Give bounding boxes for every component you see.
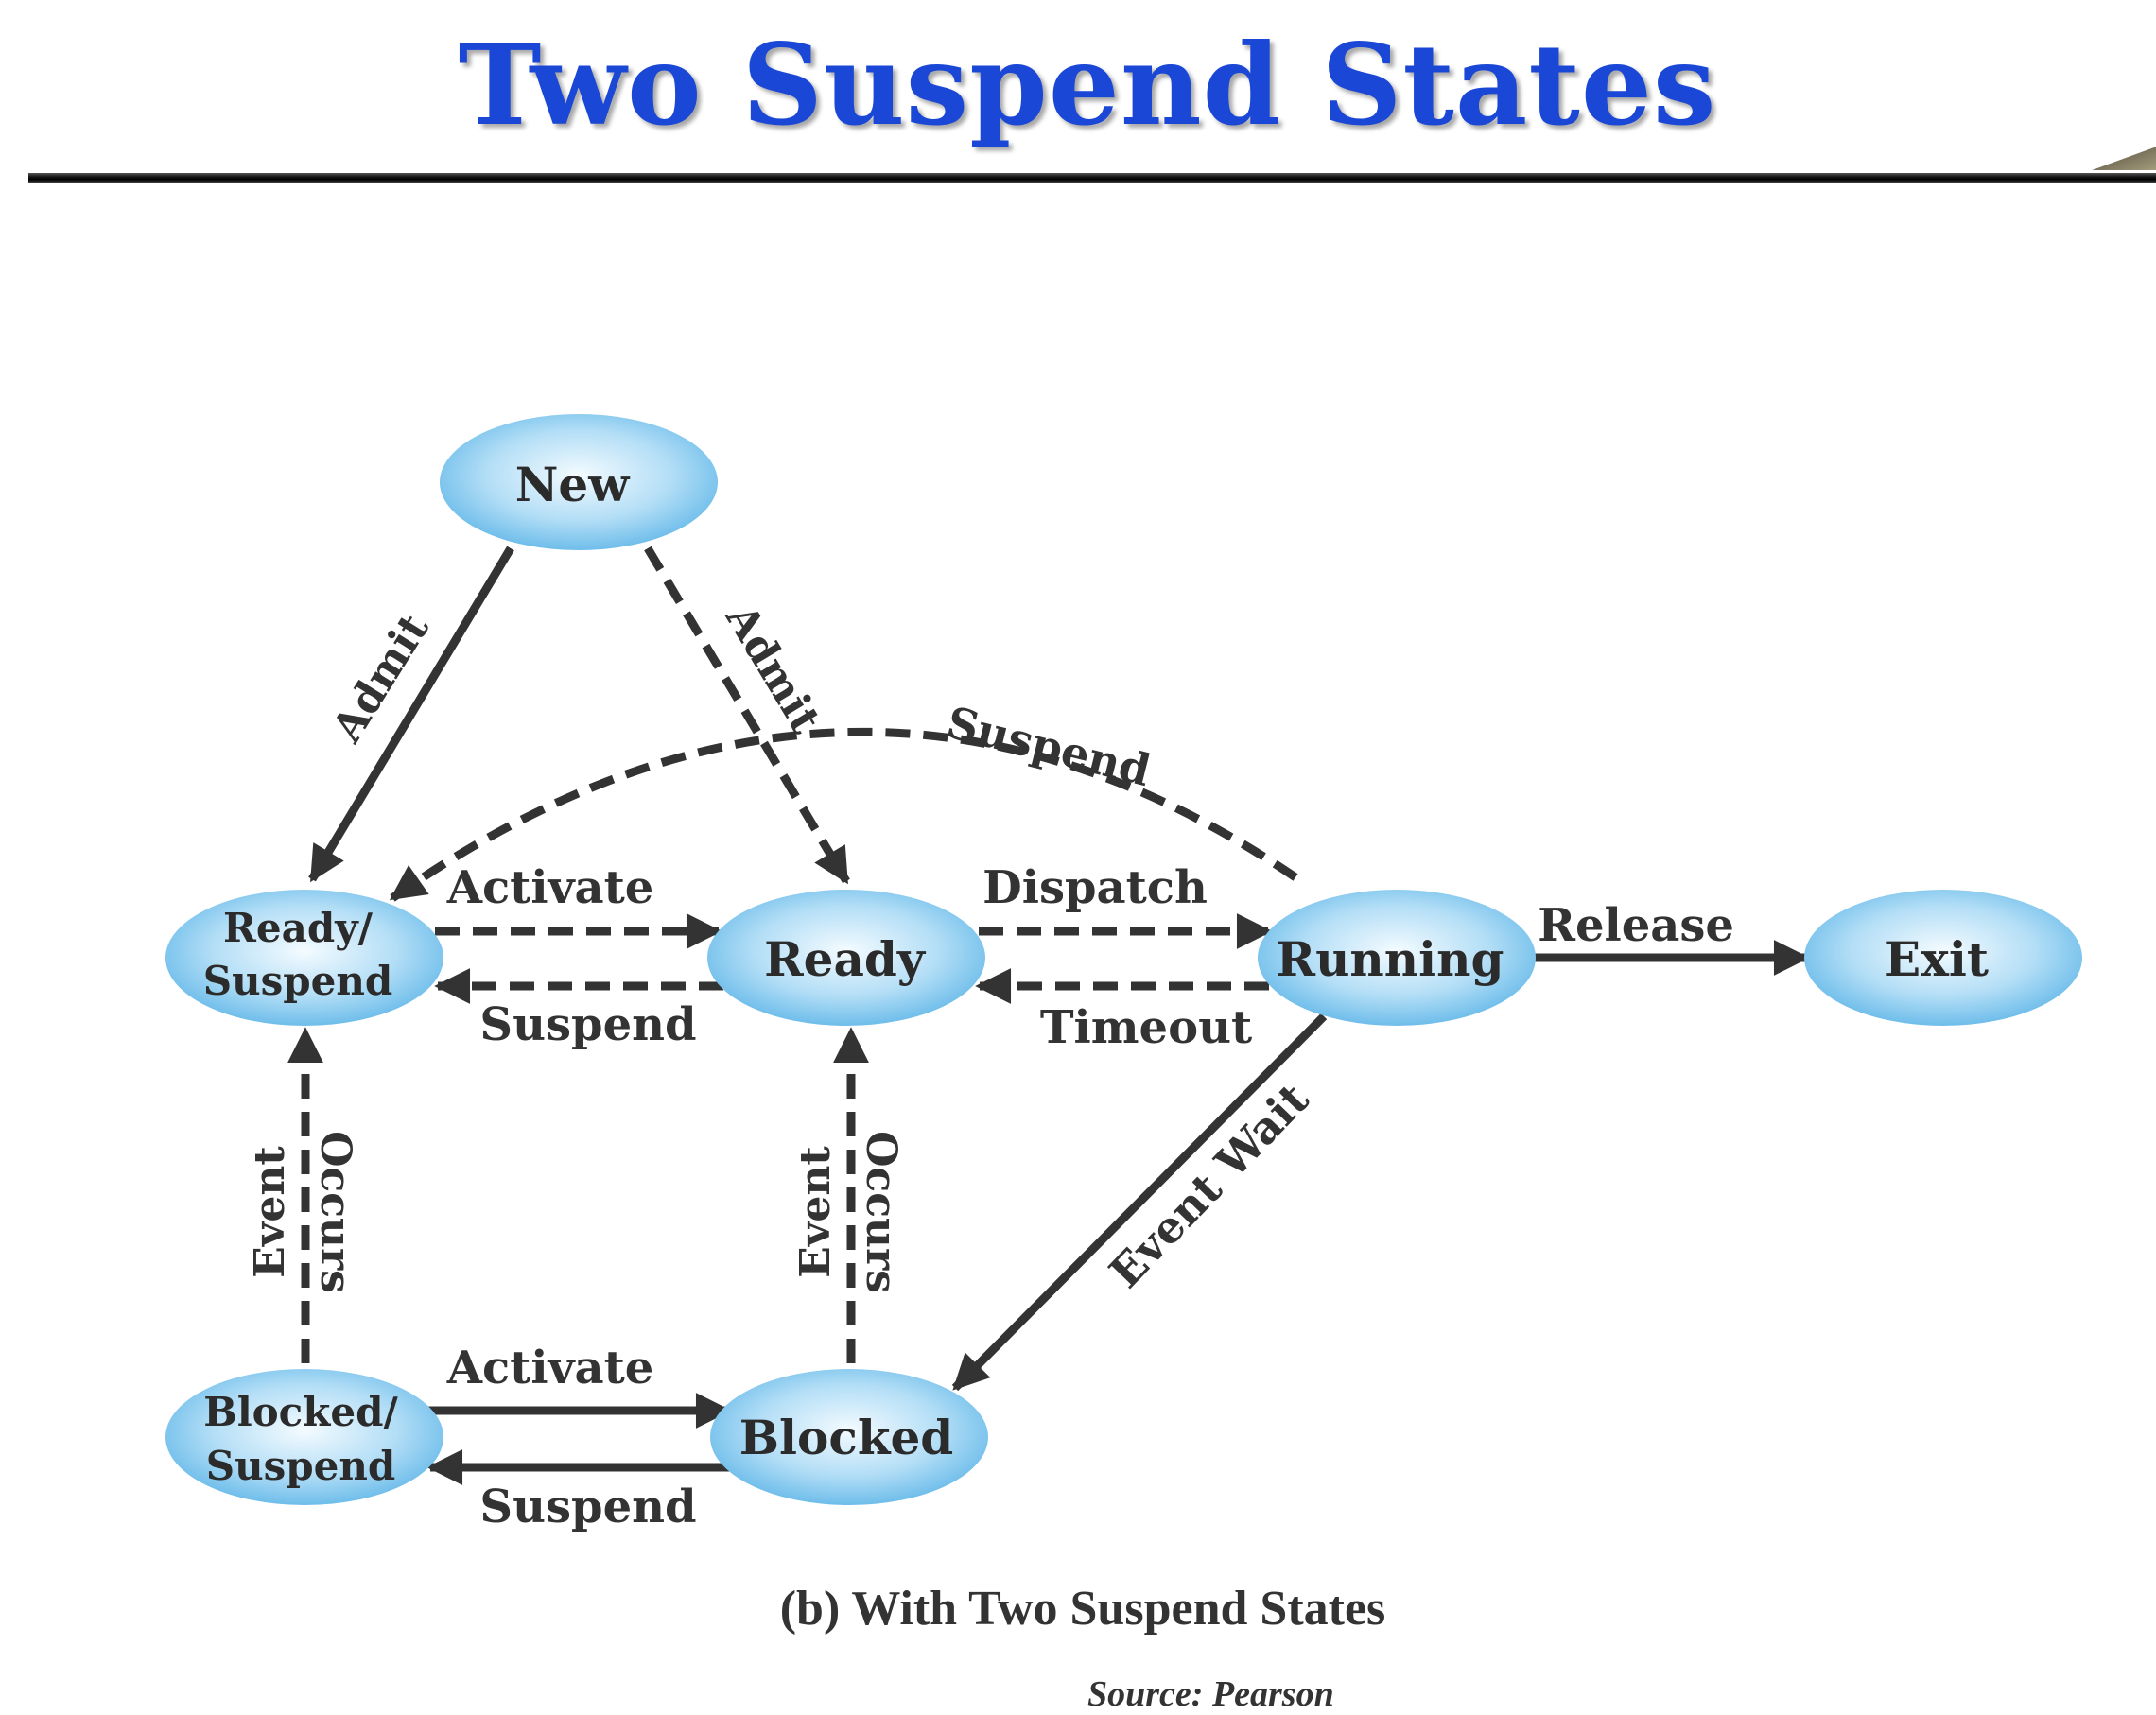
label-occurs-left: Occurs	[311, 1131, 359, 1293]
label-occurs-right: Occurs	[857, 1131, 905, 1293]
source-credit: Source: Pearson	[1087, 1674, 1334, 1714]
node-blocked-suspend-line2: Suspend	[206, 1443, 396, 1489]
node-blocked-suspend: Blocked/ Suspend	[165, 1369, 443, 1505]
label-activate-top: Activate	[446, 861, 654, 914]
node-ready-suspend-line2: Suspend	[203, 958, 393, 1004]
node-blocked: Blocked	[710, 1369, 988, 1505]
node-blocked-suspend-line1: Blocked/	[203, 1389, 398, 1435]
label-admit-left: Admit	[322, 605, 439, 751]
edge-admit-to-ready	[644, 546, 850, 885]
edge-admit-to-ready-suspend	[308, 546, 514, 883]
label-suspend-middle: Suspend	[479, 998, 696, 1051]
corner-decoration	[2090, 142, 2156, 170]
label-release: Release	[1538, 899, 1734, 952]
label-event-wait: Event Wait	[1100, 1073, 1319, 1298]
title-divider	[28, 173, 2156, 183]
node-new-label: New	[515, 457, 632, 512]
node-ready: Ready	[707, 890, 985, 1026]
page-title: Two Suspend States	[458, 19, 1717, 150]
node-ready-label: Ready	[764, 931, 927, 987]
node-new: New	[440, 414, 718, 550]
node-running-label: Running	[1277, 931, 1504, 987]
node-exit-label: Exit	[1885, 931, 1989, 987]
label-timeout: Timeout	[1040, 1001, 1252, 1054]
label-suspend-top: Suspend	[942, 697, 1156, 797]
node-running: Running	[1258, 890, 1536, 1026]
label-event-right: Event	[791, 1146, 840, 1278]
figure-caption: (b) With Two Suspend States	[779, 1582, 1386, 1636]
label-event-left: Event	[246, 1146, 294, 1278]
node-ready-suspend-line1: Ready/	[223, 905, 374, 951]
node-ready-suspend: Ready/ Suspend	[165, 890, 443, 1026]
label-activate-bottom: Activate	[446, 1342, 654, 1395]
node-blocked-label: Blocked	[739, 1410, 953, 1465]
label-dispatch: Dispatch	[982, 861, 1208, 914]
label-admit-right: Admit	[716, 596, 830, 742]
edge-suspend-running-to-ready-suspend	[389, 727, 1298, 902]
label-suspend-bottom: Suspend	[479, 1481, 696, 1533]
edge-event-wait	[951, 1013, 1328, 1392]
node-exit: Exit	[1804, 890, 2082, 1026]
